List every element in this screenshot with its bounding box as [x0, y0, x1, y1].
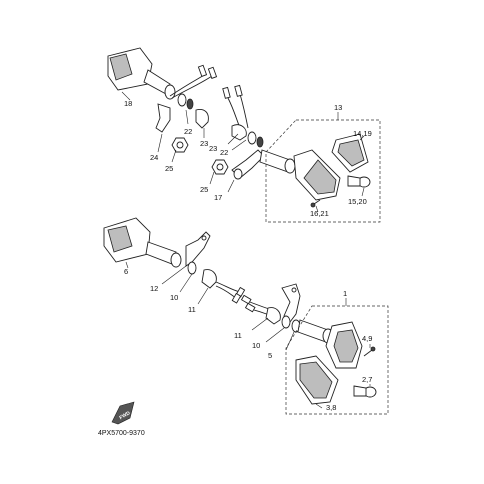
front-left-flasher-assembly: 6 12 10 11 — [103, 217, 246, 314]
grommet-11-right[interactable] — [265, 307, 281, 325]
callout-11-right: 11 — [234, 331, 242, 340]
callout-6: 6 — [124, 267, 128, 276]
callout-5: 5 — [268, 351, 272, 360]
callout-24: 24 — [150, 153, 158, 162]
callout-22-right: 22 — [220, 148, 228, 157]
grommet-23-left[interactable] — [195, 109, 209, 129]
flasher-lens-face-18 — [109, 53, 133, 81]
washer-10-left[interactable] — [187, 261, 197, 275]
callout-16-21: 16,21 — [310, 209, 329, 218]
nut-22-left[interactable] — [186, 98, 194, 110]
group-box-13 — [265, 119, 381, 223]
rear-left-flasher-assembly: 18 22 23 24 25 — [107, 47, 218, 173]
bracket-right-front[interactable] — [281, 283, 301, 323]
washer-22-left[interactable] — [177, 93, 187, 107]
connector-23-a[interactable] — [197, 64, 208, 77]
callout-25-right: 25 — [200, 185, 208, 194]
callout-15-20: 15,20 — [348, 197, 367, 206]
screw-4-9[interactable] — [363, 349, 373, 357]
connector-23-b[interactable] — [207, 66, 218, 79]
callout-23-right: 23 — [209, 144, 217, 153]
nut-22-right[interactable] — [256, 136, 264, 148]
bracket-12[interactable] — [185, 231, 211, 267]
fwd-indicator: FWD — [111, 401, 135, 425]
stem-ring-18 — [164, 84, 176, 100]
connector-23-d[interactable] — [234, 84, 243, 97]
callout-25-left: 25 — [165, 164, 173, 173]
fwd-arrow-icon — [111, 401, 135, 425]
callout-23-left: 23 — [200, 139, 208, 148]
callout-10-left: 10 — [170, 293, 178, 302]
screw-16-21[interactable] — [313, 199, 321, 205]
callout-13: 13 — [334, 103, 342, 112]
callout-12: 12 — [150, 284, 158, 293]
callout-2-7: 2,7 — [362, 375, 372, 384]
callout-3-8: 3,8 — [326, 403, 336, 412]
callout-1: 1 — [343, 289, 347, 298]
callout-10-right: 10 — [252, 341, 260, 350]
front-right-flasher-assembly: 1 11 10 5 4,9 2,7 3,8 — [234, 283, 389, 415]
callout-18: 18 — [124, 99, 132, 108]
callout-17: 17 — [214, 193, 222, 202]
group-box-1 — [285, 305, 389, 415]
bracket-24[interactable] — [155, 103, 171, 133]
callout-11-left: 11 — [188, 305, 196, 314]
callout-14-19: 14,19 — [353, 129, 372, 138]
callout-22-left: 22 — [184, 127, 192, 136]
washer-10-right[interactable] — [281, 315, 291, 329]
washer-22-right[interactable] — [247, 131, 257, 145]
wire-lead-left — [169, 73, 207, 97]
grommet-11-left[interactable] — [201, 269, 217, 289]
diagram-code: 4PX5700-9370 — [98, 430, 145, 437]
connector-23-c[interactable] — [222, 86, 231, 99]
fwd-label: FWD — [119, 410, 132, 421]
rear-right-flasher-assembly: 13 23 22 25 17 14,19 15,20 16,21 — [200, 84, 381, 223]
callout-4-9: 4,9 — [362, 334, 372, 343]
